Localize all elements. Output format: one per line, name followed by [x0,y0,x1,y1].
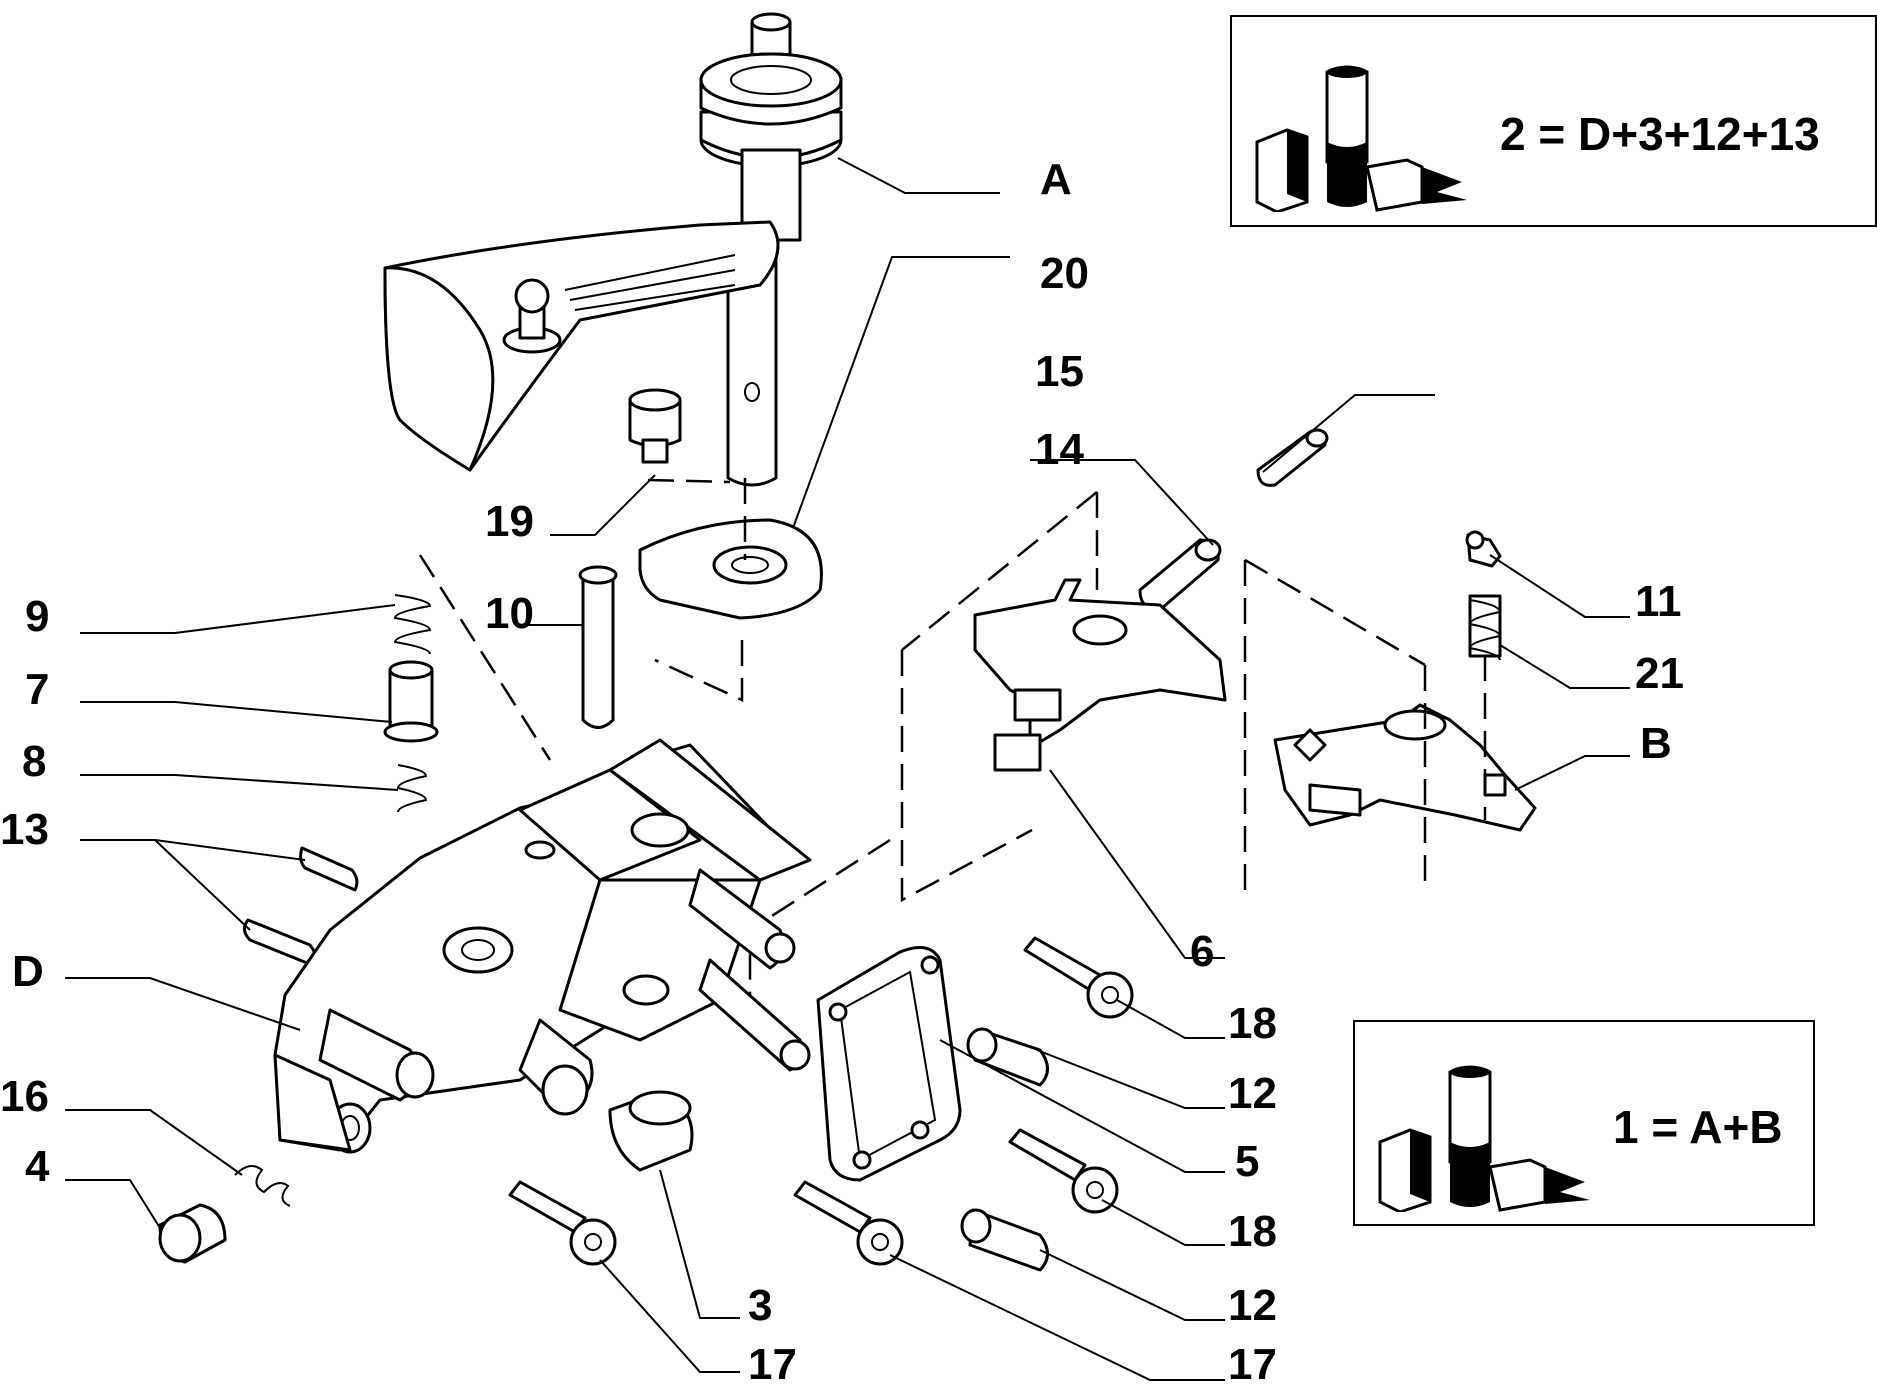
callout-11: 11 [1635,577,1682,626]
leader-lines [65,157,1630,1381]
callout-16: 16 [0,1072,49,1121]
callout-5: 5 [1235,1137,1260,1186]
callout-20: 20 [1040,249,1089,298]
callout-10: 10 [485,589,534,638]
callout-18-lower: 18 [1228,1207,1277,1256]
callout-9: 9 [25,592,50,641]
kit-parts-icon [1378,1065,1590,1212]
part-14-pin [1138,538,1222,611]
callout-8: 8 [22,737,47,786]
part-5-gasket [816,946,962,1182]
part-12-sleeve-lower [960,1208,1049,1272]
part-4-cap [158,1203,227,1264]
kit-parts-icon [1255,65,1467,212]
callout-4: 4 [25,1142,50,1191]
kit-formula-text: 1 = A+B [1613,1101,1783,1153]
part-20-guide-plate [638,478,823,620]
part-b-selector-lever [1273,703,1537,832]
callout-17-right: 17 [1228,1340,1277,1389]
callout-21: 21 [1635,649,1684,698]
callout-3: 3 [748,1281,773,1330]
callout-6: 6 [1190,927,1215,976]
part-d-housing [273,738,812,1154]
part-15-roll-pin [1256,428,1329,487]
part-13-bush-upper [299,846,359,892]
callout-12-upper: 12 [1228,1069,1277,1118]
callout-d: D [12,947,44,996]
callout-7: 7 [25,665,50,714]
callout-b: B [1640,719,1672,768]
kit-legend-box-1: 1 = A+B [1353,1020,1815,1226]
callout-17-left: 17 [748,1340,797,1389]
part-18-screw-upper [1023,936,1134,1019]
part-18-screw-lower [1008,1128,1119,1214]
dashed-assembly-guides [418,491,1487,1000]
part-9-spring [393,594,432,655]
part-8-spring [396,764,428,813]
callout-a: A [1040,155,1072,204]
callout-14: 14 [1035,425,1084,474]
callout-15: 15 [1035,347,1084,396]
part-17-screw-left [508,1180,617,1266]
part-a-lever-assembly [383,12,843,487]
part-7-sleeve [383,660,439,743]
part-11-bolt [1465,530,1502,568]
part-19-pin [628,388,682,464]
part-17-screw-right [793,1180,904,1266]
part-6-selector-plate [973,578,1227,772]
part-3-bush [608,1090,694,1172]
part-16-spring [234,1165,291,1207]
kit-legend-box-2: 2 = D+3+12+13 [1230,15,1877,227]
callout-18-upper: 18 [1228,999,1277,1048]
part-13-bush-lower [243,918,317,967]
part-21-spring [1468,594,1502,661]
part-10-guide-rod [578,565,618,729]
callout-19: 19 [485,497,534,546]
callout-13: 13 [0,805,49,854]
kit-formula-text: 2 = D+3+12+13 [1500,108,1820,160]
callout-12-lower: 12 [1228,1281,1277,1330]
